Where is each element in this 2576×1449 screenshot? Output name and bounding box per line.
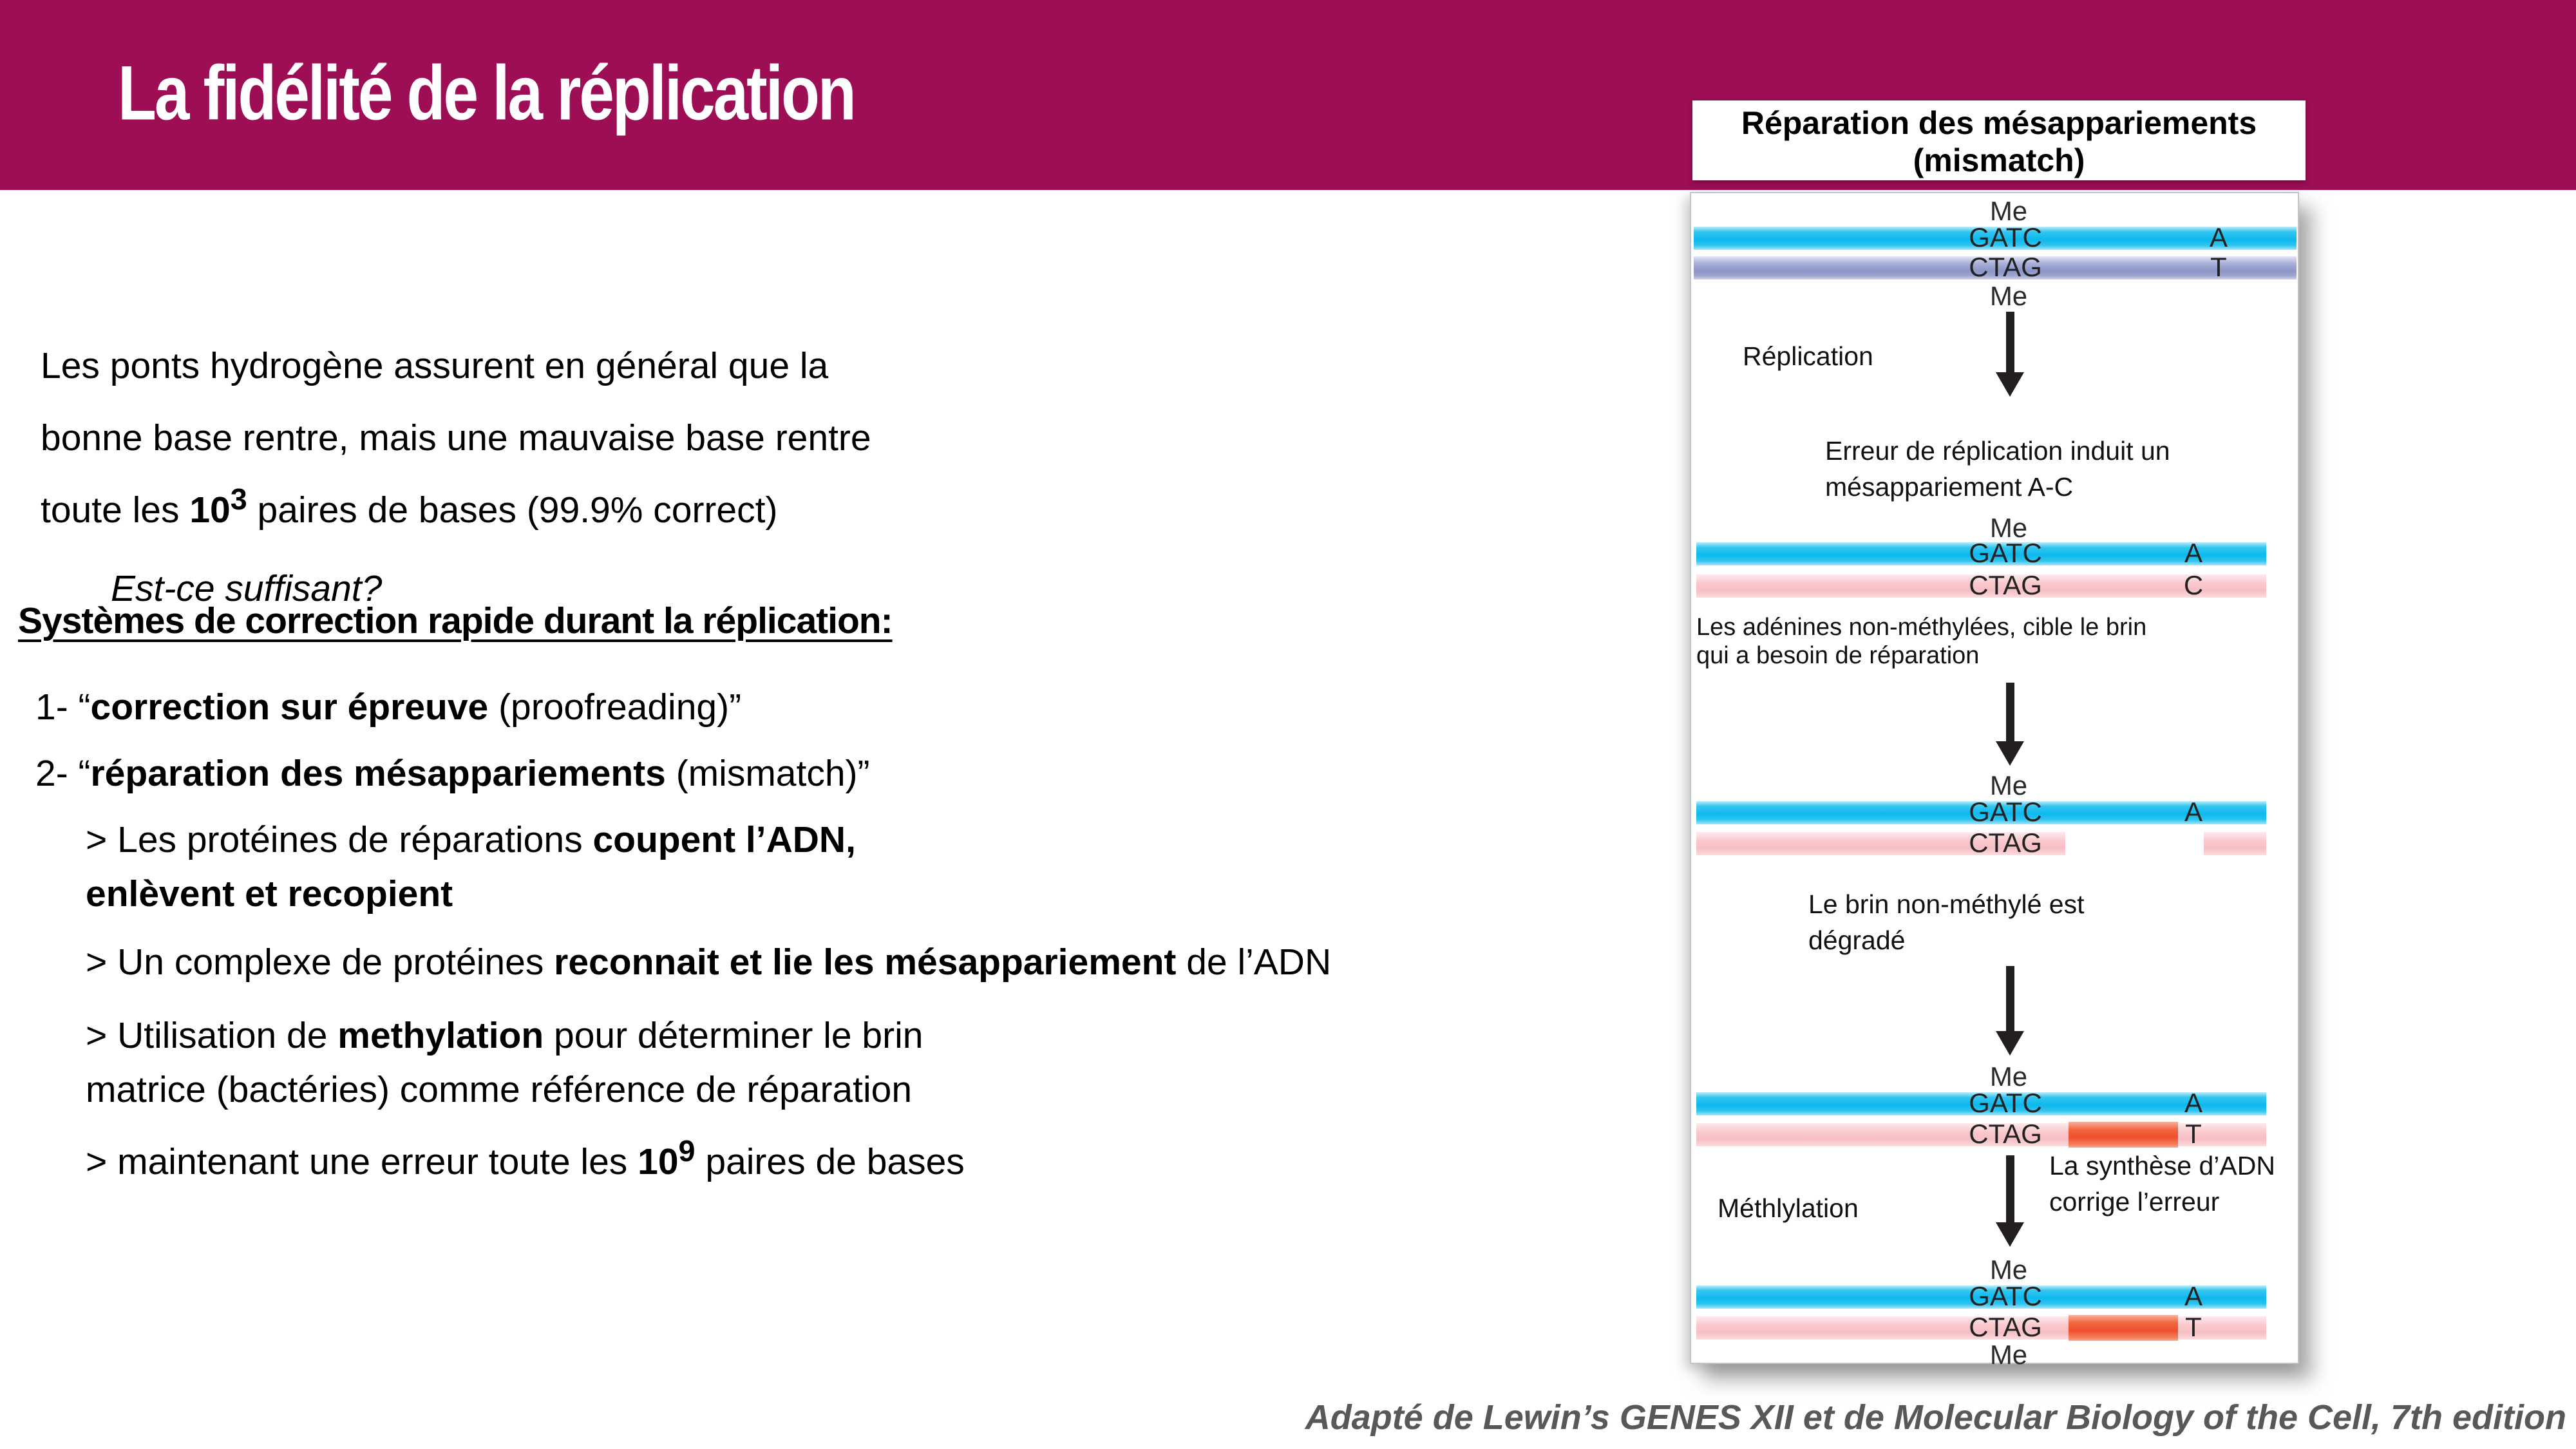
repaired-strand-4: CTAG T	[1696, 1119, 2266, 1149]
gatc-sequence: GATC	[1969, 538, 2042, 568]
sub-item-2: > Un complexe de protéines reconnait et …	[86, 942, 1332, 983]
diagram-title-box: Réparation des mésappariements (mismatch…	[1692, 100, 2306, 180]
sub-item-3-line-2: matrice (bactéries) comme référence de r…	[86, 1069, 913, 1110]
ctag-sequence: CTAG	[1969, 1119, 2042, 1149]
template-strand-3: GATC A	[1696, 797, 2266, 827]
source-credit: Adapté de Lewin’s GENES XII et de Molecu…	[1305, 1398, 2566, 1437]
methyl-label-top-5: Me	[1989, 1255, 2028, 1285]
sub-item-1-line-2: enlèvent et recopient	[86, 873, 453, 914]
sub-item-4: > maintenant une erreur toute les 109 pa…	[86, 1134, 965, 1182]
base-a: A	[2184, 1088, 2202, 1118]
gatc-sequence: GATC	[1969, 1281, 2042, 1311]
question-text: Est-ce suffisant?	[111, 568, 383, 609]
intro-paragraph: Les ponts hydrogène assurent en général …	[41, 330, 871, 548]
methyl-label-2: Me	[1989, 513, 2028, 543]
parent-strand-cyan-1: GATC A	[1694, 222, 2297, 252]
base-a: A	[2184, 797, 2202, 827]
base-t-corrected: T	[2185, 1119, 2202, 1149]
base-a: A	[2184, 1281, 2202, 1311]
diagram-title-line-2: (mismatch)	[1913, 142, 2085, 178]
gatc-sequence: GATC	[1969, 797, 2042, 827]
new-dna-segment	[2069, 1122, 2178, 1148]
base-c-mismatch: C	[2183, 570, 2204, 600]
pink-segment-right	[2204, 832, 2266, 855]
ctag-sequence: CTAG	[1969, 252, 2042, 282]
mismatch-repair-diagram: Me GATC A CTAG T Me Réplication Erreur d…	[1690, 192, 2299, 1368]
template-strand-4: GATC A	[1696, 1088, 2266, 1118]
new-dna-segment	[2069, 1315, 2178, 1341]
degrade-caption: Le brin non-méthylé est dégradé	[1808, 889, 2085, 955]
methyl-label-4: Me	[1989, 1061, 2028, 1092]
ctag-sequence: CTAG	[1969, 828, 2042, 858]
intro-line-2: bonne base rentre, mais une mauvaise bas…	[41, 417, 871, 459]
list-item-1: 1- “correction sur épreuve (proofreading…	[35, 687, 742, 728]
pink-segment-left	[1696, 832, 2065, 855]
methyl-label-bottom-1: Me	[1989, 281, 2028, 311]
intro-line-3: toute les 103 paires de bases (99.9% cor…	[41, 482, 778, 531]
parent-strand-purple-1: CTAG T	[1694, 252, 2297, 282]
degraded-strand-3: CTAG	[1696, 828, 2266, 858]
new-strand-2: CTAG C	[1696, 570, 2266, 600]
base-a: A	[2184, 538, 2202, 568]
ctag-sequence: CTAG	[1969, 1312, 2042, 1342]
down-arrow-1	[1996, 312, 2024, 397]
base-t-corrected: T	[2185, 1312, 2202, 1342]
header-bar: La fidélité de la réplication	[0, 0, 2576, 190]
diagram-title-line-1: Réparation des mésappariements	[1741, 105, 2257, 141]
synthesis-caption: La synthèse d’ADN corrige l’erreur	[2049, 1151, 2275, 1217]
error-caption: Erreur de réplication induit un mésappar…	[1825, 436, 2170, 502]
list-item-2: 2- “réparation des mésappariements (mism…	[35, 753, 870, 794]
down-arrow-4	[1996, 1155, 2024, 1247]
methylation-label: Méthlylation	[1718, 1193, 1859, 1223]
template-strand-5: GATC A	[1696, 1281, 2266, 1311]
down-arrow-3	[1996, 966, 2024, 1056]
intro-line-1: Les ponts hydrogène assurent en général …	[41, 345, 829, 386]
section-heading: Systèmes de correction rapide durant la …	[18, 600, 893, 641]
sub-item-1-line-1: > Les protéines de réparations coupent l…	[86, 819, 856, 860]
template-strand-2: GATC A	[1696, 538, 2266, 568]
methyl-label-3: Me	[1989, 770, 2028, 800]
base-a: A	[2209, 222, 2228, 252]
repaired-strand-5: CTAG T	[1696, 1312, 2266, 1342]
gatc-sequence: GATC	[1969, 1088, 2042, 1118]
ctag-sequence: CTAG	[1969, 570, 2042, 600]
base-t: T	[2210, 252, 2227, 282]
methyl-label-top-1: Me	[1989, 196, 2028, 226]
page-title: La fidélité de la réplication	[118, 49, 857, 136]
sub-item-3-line-1: > Utilisation de methylation pour déterm…	[86, 1015, 923, 1056]
down-arrow-2	[1996, 683, 2024, 766]
adenine-caption: Les adénines non-méthylées, cible le bri…	[1696, 614, 2147, 669]
methyl-label-bottom-5: Me	[1989, 1340, 2028, 1370]
replication-label: Réplication	[1743, 341, 1873, 371]
gatc-sequence: GATC	[1969, 222, 2042, 252]
